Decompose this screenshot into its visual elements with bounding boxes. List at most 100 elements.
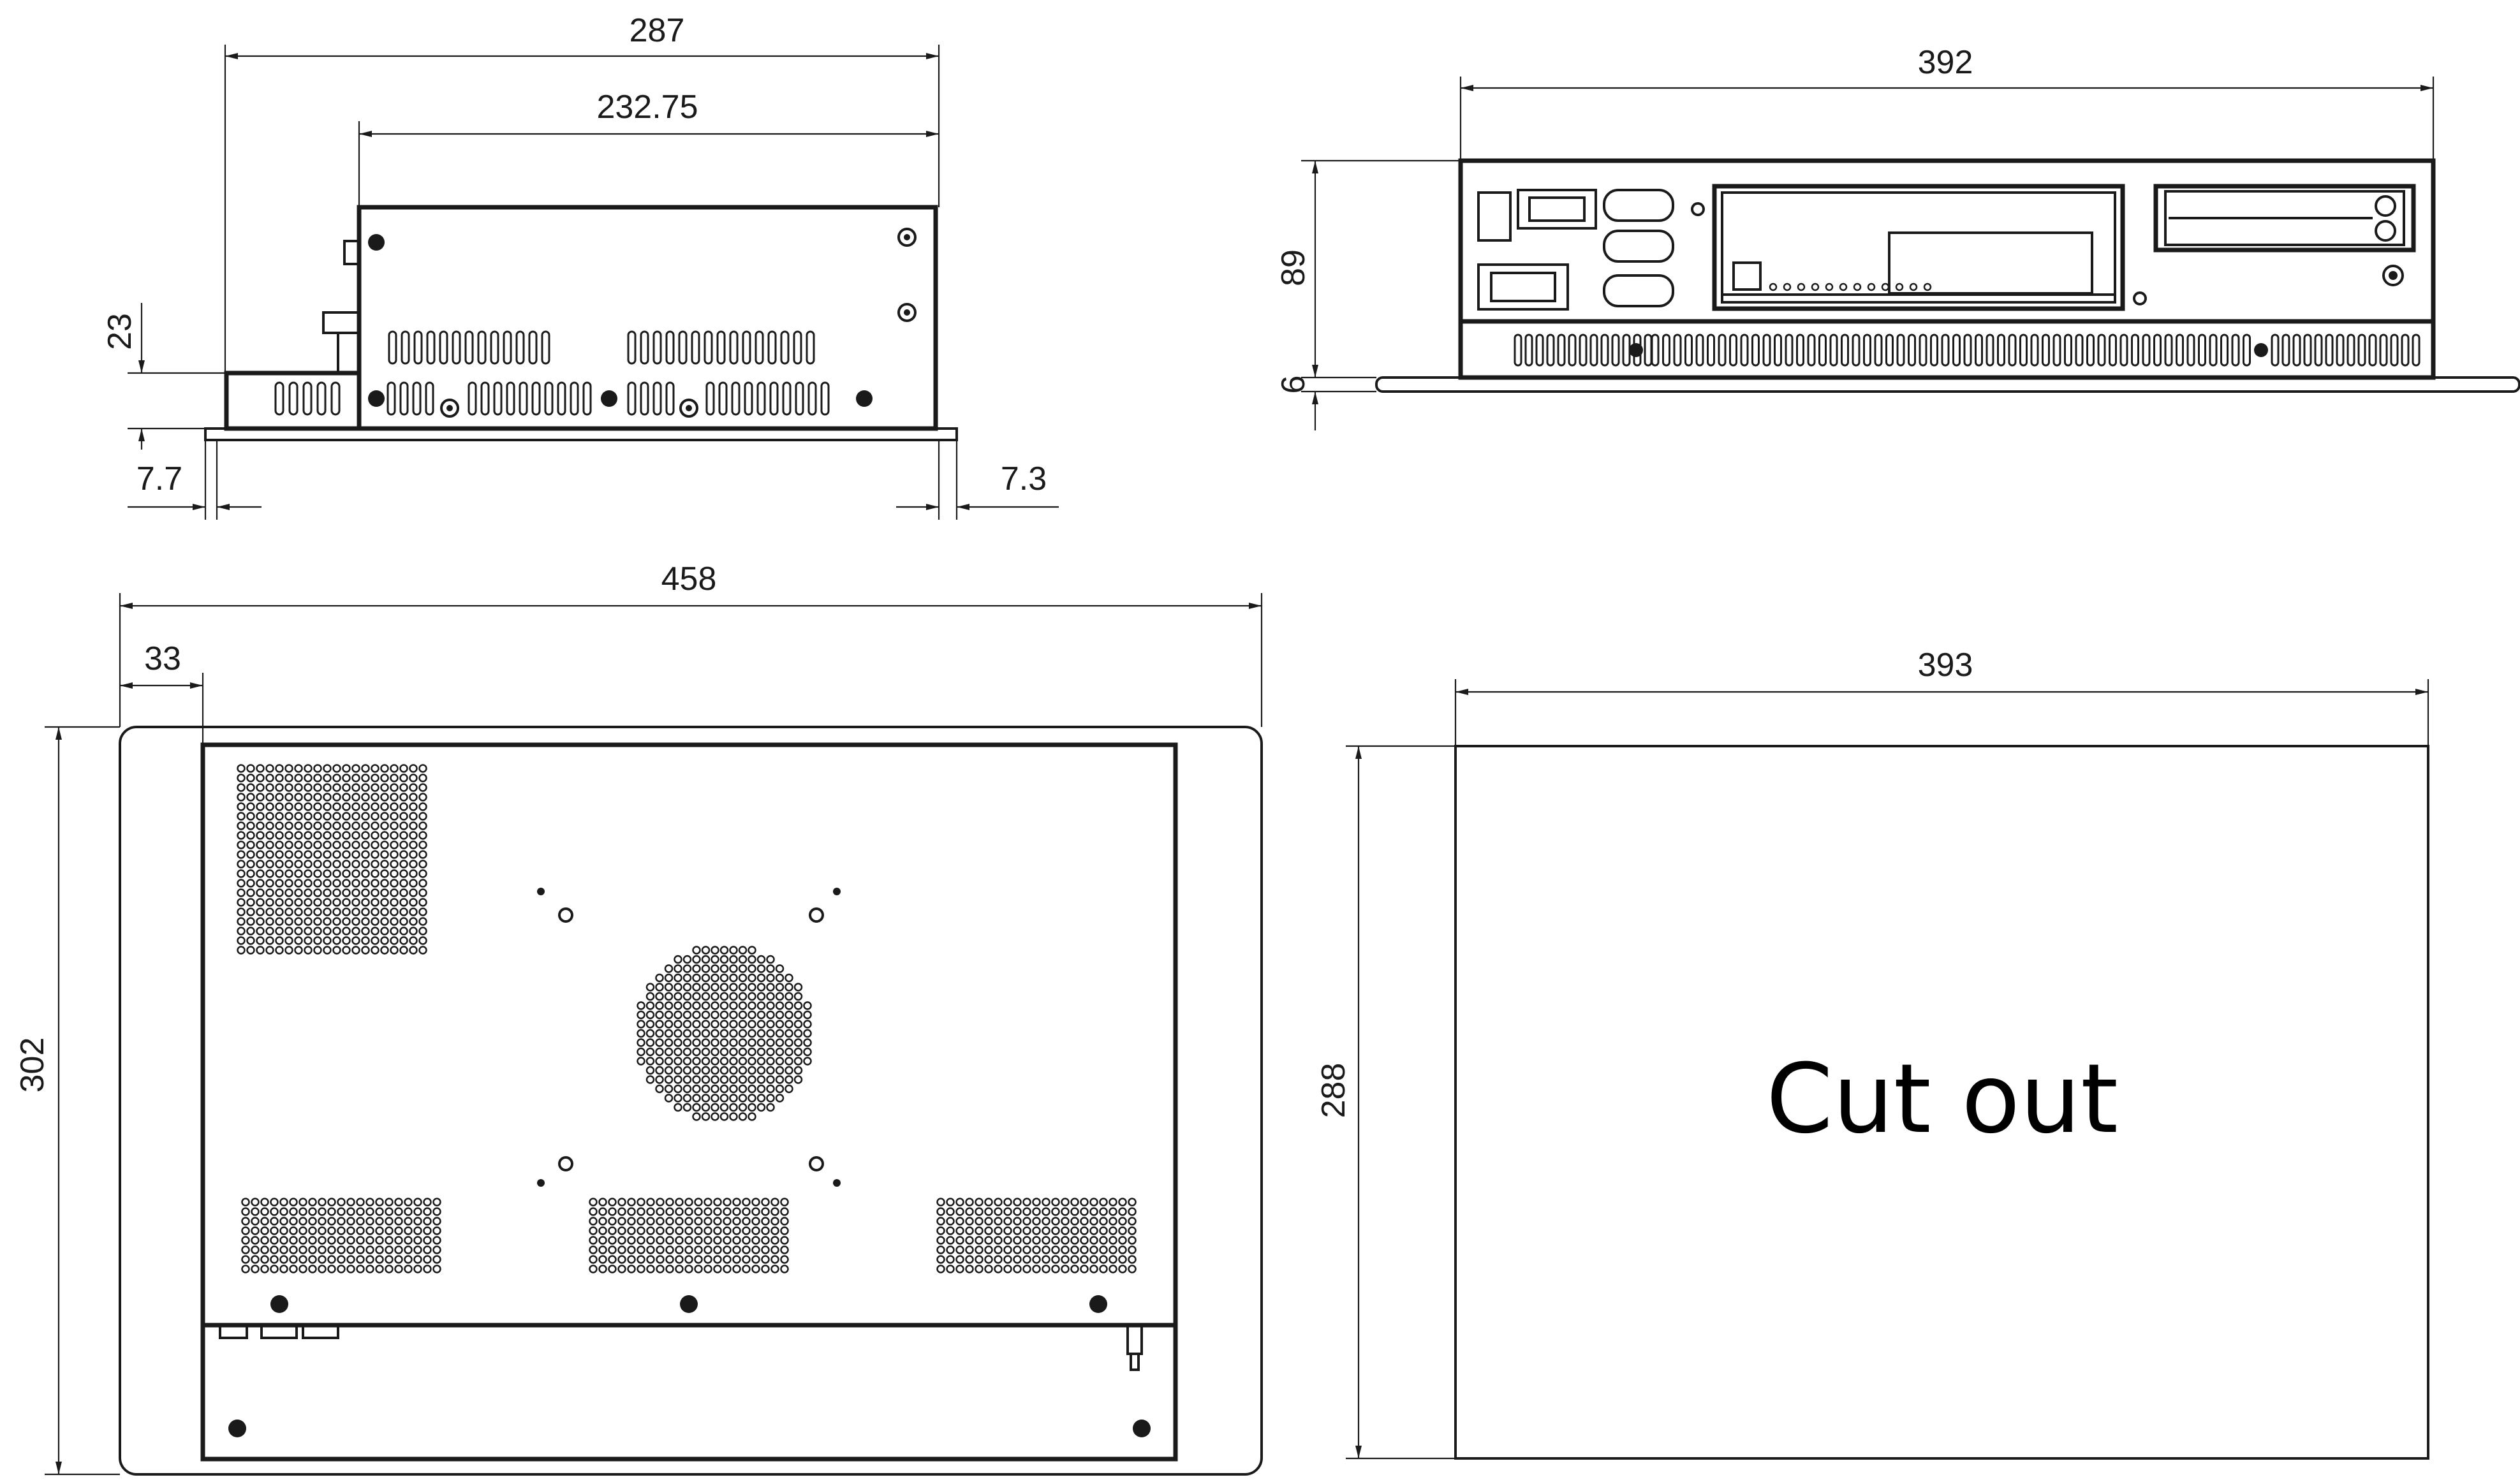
back-vent-hole [265,774,274,782]
back-vent-hole [742,1245,751,1254]
front-vent-slot [1963,334,1972,367]
back-vent-hole [265,821,274,830]
back-vent-hole [380,898,389,907]
back-vent-hole [1109,1217,1117,1226]
side-vent-slot [412,381,422,416]
back-vent-hole [946,1217,955,1226]
back-vent-hole [413,1226,422,1235]
back-vent-hole [265,783,274,792]
side-vent-slot [452,330,461,365]
back-vent-hole [313,802,322,811]
back-fan-hole [775,1047,785,1057]
back-vent-hole [742,1217,751,1226]
back-vent-hole [627,1245,636,1254]
back-fan-hole [664,1066,674,1075]
back-vent-hole [1051,1236,1060,1245]
back-vent-hole [361,927,370,935]
back-vent-hole [284,764,293,773]
back-vent-hole [308,1207,317,1216]
back-fan-hole [729,955,738,964]
back-vent-hole [323,879,332,888]
front-expansion-pin [1811,282,1820,291]
back-vent-hole [365,1207,374,1216]
back-vent-hole [1061,1217,1070,1226]
back-vent-hole [289,1255,298,1264]
back-vent-hole [608,1226,617,1235]
back-vent-hole [413,1245,422,1254]
back-fan-hole [674,983,682,992]
back-vent-hole [241,1265,250,1273]
back-fan-hole [729,1066,738,1075]
side-vent-slot [468,381,477,416]
side-vent-slot [399,381,409,416]
back-vent-hole [761,1226,770,1235]
back-vent-hole [256,793,265,802]
back-fan-hole [766,992,775,1001]
back-vent-hole [361,869,370,878]
back-vent-hole [608,1265,617,1273]
back-vesa-hole [809,907,824,923]
back-fan-hole [674,1010,682,1020]
back-vent-hole [946,1198,955,1207]
back-vent-hole [1080,1255,1089,1264]
back-fan-hole [692,1038,701,1047]
back-vent-hole [256,888,265,897]
back-fan-hole [655,1029,664,1038]
back-fan-hole [729,1084,738,1094]
back-vent-hole [780,1207,789,1216]
back-fan-hole [785,1066,793,1075]
back-vent-hole [304,927,313,935]
side-vent-slot [274,381,284,416]
back-vent-hole [936,1207,945,1216]
back-vent-hole [275,907,284,916]
back-vent-hole [256,869,265,878]
back-vent-hole [390,888,399,897]
back-fan-hole [738,1066,748,1075]
front-vent-slot [2042,334,2050,367]
back-vent-hole [332,850,341,859]
back-vent-hole [589,1245,598,1254]
back-vent-hole [1118,1265,1127,1273]
back-fan-hole [701,1020,711,1029]
back-vent-hole [751,1217,760,1226]
back-vent-hole [313,907,322,916]
back-vent-hole [684,1236,693,1245]
back-vent-hole [323,907,332,916]
back-vent-hole [284,860,293,869]
back-fan-hole [748,1094,756,1103]
back-vent-hole [432,1226,441,1235]
back-connector-1 [219,1324,248,1339]
back-vent-hole [351,850,360,859]
back-fan-hole [711,1029,719,1038]
back-vent-hole [713,1236,722,1245]
front-vent-slot [2198,334,2206,367]
side-vent-slot [477,330,487,365]
back-fan-hole [775,964,785,973]
back-vent-hole [399,888,408,897]
front-vent-slot [2064,334,2072,367]
back-fan-hole [664,973,674,983]
back-vesa-mark [833,888,841,895]
back-fan-hole [775,1020,785,1029]
side-vent-slot [426,330,436,365]
back-vent-hole [1128,1226,1137,1235]
side-vent-slot [570,381,579,416]
back-fan-hole [682,964,692,973]
back-vent-hole [298,1198,307,1207]
back-vent-hole [637,1245,645,1254]
back-vent-hole [627,1226,636,1235]
back-vent-hole [646,1217,655,1226]
back-vent-hole [327,1207,336,1216]
back-fan-hole [682,1094,692,1103]
back-vent-hole [955,1265,964,1273]
back-vent-hole [270,1236,279,1245]
back-vent-hole [342,917,351,926]
back-vent-hole [617,1255,626,1264]
back-vent-hole [337,1255,346,1264]
back-vent-hole [975,1255,984,1264]
back-vent-hole [409,946,418,955]
back-vent-hole [351,860,360,869]
back-vent-hole [423,1226,432,1235]
back-vent-hole [770,1255,779,1264]
back-vent-hole [409,869,418,878]
